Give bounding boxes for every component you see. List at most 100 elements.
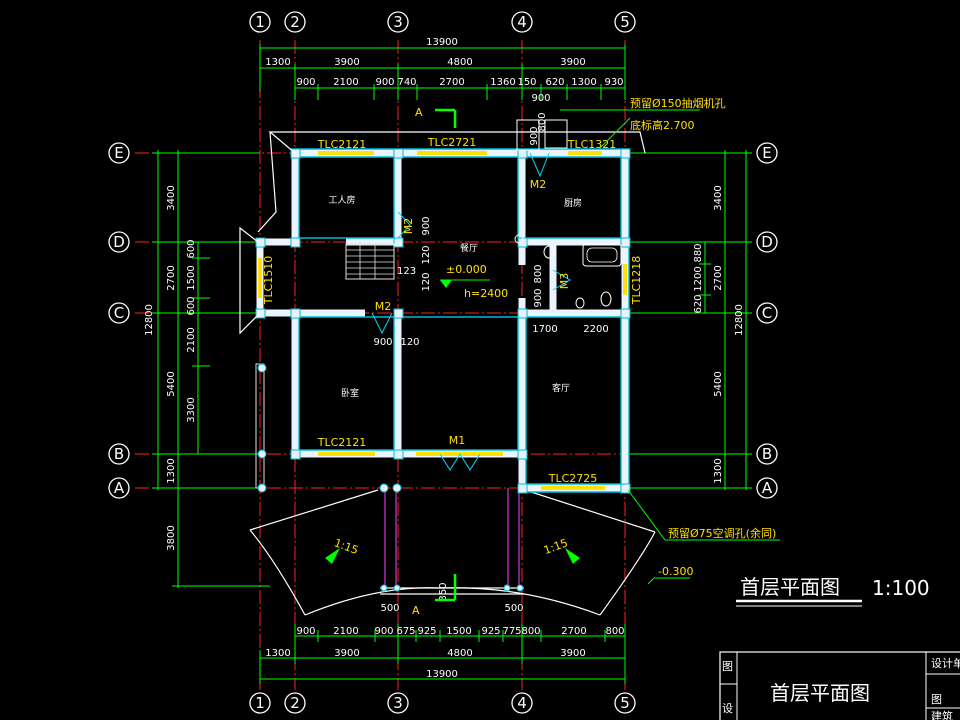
- title-block-right-top: 设计单: [931, 657, 960, 670]
- axis-bubble-right-B: B: [762, 445, 772, 463]
- dim-top-small: 900: [531, 93, 550, 104]
- dim-bottom-r1-10: 2700: [561, 626, 586, 637]
- dim-900-top: 900: [529, 126, 540, 145]
- leader-notes: 预留Ø150抽烟机孔 底标高2.700 预留Ø75空调孔(余同): [560, 96, 780, 541]
- label-m2-servant: M2: [402, 218, 415, 235]
- dim-top-r3-10: 930: [604, 77, 623, 88]
- dim-left-inner-2: 1500: [186, 265, 197, 290]
- dim-120-b: 120: [421, 272, 432, 291]
- axis-bubble-bottom-4: 4: [517, 694, 527, 712]
- axis-bubble-left-E: E: [114, 144, 123, 162]
- dim-bottom-r2-3: 4800: [447, 648, 472, 659]
- title-block-right-mid: 图: [931, 693, 942, 706]
- label-tlc1218: TLC1218: [630, 256, 643, 306]
- dim-top-1: 1300: [265, 57, 290, 68]
- dim-bottom-r1-6: 1500: [446, 626, 471, 637]
- axis-bubble-right-E: E: [762, 144, 771, 162]
- dim-top-r3-3: 900: [375, 77, 394, 88]
- bathroom-fixtures: [514, 234, 622, 309]
- title-block-right-bottom: 建筑: [931, 709, 953, 720]
- interior-annotations: 900 120 900 120 900 800 1700 2200 900 80…: [373, 112, 608, 348]
- dim-right-1: 3400: [713, 185, 724, 210]
- axis-bubble-left-D: D: [113, 233, 125, 251]
- dim-right-total: 12800: [734, 304, 745, 336]
- axis-bubble-right-A: A: [762, 479, 773, 497]
- dim-120-a: 120: [421, 245, 432, 264]
- section-mark-bottom: A: [412, 604, 420, 617]
- floor-elevation: ±0.000: [446, 263, 487, 276]
- slope-arrow-left: [325, 548, 340, 564]
- label-tlc2121-bottom: TLC2121: [317, 436, 367, 449]
- axis-bubble-top-5: 5: [620, 13, 630, 31]
- dim-900-b: 900: [533, 288, 544, 307]
- dim-top-r3-8: 620: [545, 77, 564, 88]
- axis-bubble-bottom-1: 1: [255, 694, 265, 712]
- dim-2200: 2200: [583, 324, 608, 335]
- label-tlc2721: TLC2721: [427, 136, 477, 149]
- room-servant: 工人房: [328, 194, 355, 206]
- dim-1700: 1700: [532, 324, 557, 335]
- dim-top-r3-6: 1360: [490, 77, 515, 88]
- axis-bubble-right-C: C: [762, 304, 772, 322]
- exterior-outline: [239, 119, 646, 493]
- room-dining: 餐厅: [460, 242, 478, 254]
- label-tlc2121-top: TLC2121: [317, 138, 367, 151]
- dim-left-inner-4: 3300: [186, 397, 197, 422]
- drawing-title: 首层平面图 1:100: [736, 575, 930, 607]
- label-tlc2725: TLC2725: [548, 472, 598, 485]
- dim-left-5: 1300: [166, 458, 177, 483]
- section-markers: A A: [412, 106, 457, 617]
- label-m2-bedroom: M2: [375, 300, 392, 313]
- title-block-big-title: 首层平面图: [770, 681, 870, 705]
- dim-top-r3-2: 2100: [333, 77, 358, 88]
- dim-left-inner-3: 600: [186, 296, 197, 315]
- dim-bottom-r2-2: 3900: [334, 648, 359, 659]
- staircase: 123: [345, 243, 416, 280]
- axis-bubble-bottom-2: 2: [290, 694, 300, 712]
- dim-bottom-r1-8: 775: [502, 626, 521, 637]
- axis-bubble-top-1: 1: [255, 13, 265, 31]
- dim-left-3: 2100: [186, 327, 197, 352]
- terrace-elevation: -0.300: [658, 565, 693, 578]
- label-m3: M3: [558, 273, 571, 290]
- room-bedroom: 卧室: [341, 387, 359, 399]
- axis-bubble-top-2: 2: [290, 13, 300, 31]
- opening-labels: TLC2121 TLC2721 TLC1321 TLC1510 TLC1218 …: [262, 136, 643, 485]
- dim-top-2: 3900: [334, 57, 359, 68]
- drawing-scale: 1:100: [872, 576, 930, 600]
- dim-right-2: 2700: [713, 265, 724, 290]
- dim-500-left: 500: [380, 603, 399, 614]
- axis-bubble-top-3: 3: [393, 13, 403, 31]
- stair-number: 123: [397, 266, 416, 277]
- dim-left-2: 2700: [166, 265, 177, 290]
- dim-top-r3-4: 740: [397, 77, 416, 88]
- dim-left-6: 3800: [166, 525, 177, 550]
- axis-bubbles-right: E D C B A: [756, 142, 778, 499]
- dim-top-r3-5: 2700: [439, 77, 464, 88]
- right-dimensions: 3400 2700 5400 1300 12800 880 1200 620: [630, 150, 752, 490]
- dim-bottom-r1-3: 900: [374, 626, 393, 637]
- slope-arrow-right: [565, 548, 580, 564]
- front-terrace: 1:15 1:15 500 500 350 -0.300: [249, 483, 693, 616]
- axis-bubble-left-A: A: [114, 479, 125, 497]
- dim-top-r3-9: 1300: [571, 77, 596, 88]
- room-kitchen: 厨房: [564, 197, 582, 209]
- dim-left-4: 5400: [166, 371, 177, 396]
- label-tlc1510: TLC1510: [262, 256, 275, 306]
- dim-800: 800: [533, 264, 544, 283]
- dim-top-3: 4800: [447, 57, 472, 68]
- dim-900-c: 900: [373, 337, 392, 348]
- dim-right-3: 5400: [713, 371, 724, 396]
- axis-bubbles-left: E D C B A: [108, 142, 130, 499]
- dim-bottom-r1-4: 675: [396, 626, 415, 637]
- room-living: 客厅: [552, 382, 570, 394]
- dim-350: 350: [438, 582, 449, 601]
- slope-label-right: 1:15: [542, 536, 570, 557]
- dim-left-inner-1: 600: [186, 239, 197, 258]
- label-m2-kitchen: M2: [530, 178, 547, 191]
- room-height: h=2400: [464, 287, 508, 300]
- elevation-marker: [440, 280, 452, 288]
- dim-800-top: 800: [537, 112, 548, 131]
- title-block-cell-1: 图: [722, 660, 733, 673]
